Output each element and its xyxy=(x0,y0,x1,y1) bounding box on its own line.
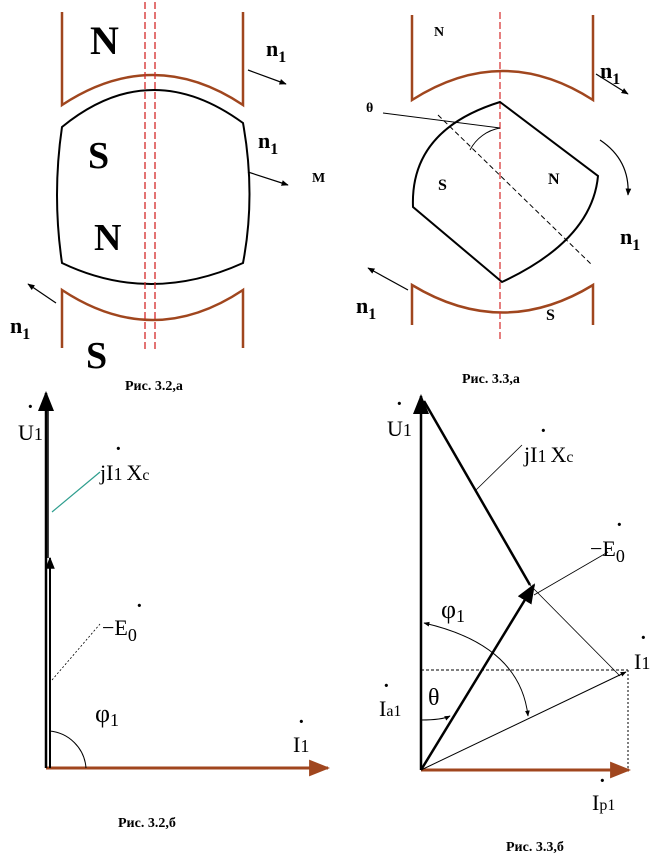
arrow-n1-bottom xyxy=(367,267,409,291)
label-n1-top: n1 xyxy=(600,58,620,88)
pole-top-label: N xyxy=(434,25,444,40)
perpendicular-line xyxy=(529,584,621,677)
phi-arc xyxy=(423,621,530,717)
rotor-outline xyxy=(411,100,600,284)
caption-3-2b: Рис. 3.2,б xyxy=(118,816,176,831)
label-u1: U1 xyxy=(18,420,43,445)
theta-arc xyxy=(469,127,501,151)
label-u1: U1 xyxy=(387,416,412,441)
leader-e0 xyxy=(51,623,101,681)
label-theta: θ xyxy=(428,685,440,711)
dot-e0: · xyxy=(136,595,143,617)
rotor-top-label: S xyxy=(88,135,109,177)
label-n1-mid: n1 xyxy=(258,128,278,158)
dot-u1: · xyxy=(27,396,34,418)
rotation-arrow xyxy=(599,139,632,196)
label-ia1: Ia1 xyxy=(379,696,401,721)
emf-vector-e0 xyxy=(419,583,536,771)
label-n1-bottom: n1 xyxy=(10,313,30,343)
figure-3-2a: N S N S n1 n1 M n1 Рис. 3.2,а xyxy=(10,2,325,394)
leader-jix xyxy=(51,471,101,513)
label-i1: I1 xyxy=(293,732,309,757)
arrow-n1-top xyxy=(247,69,287,85)
dot-jix: · xyxy=(115,438,122,460)
pole-top-label: N xyxy=(90,18,119,63)
arrow-n1-bottom xyxy=(27,283,57,304)
label-m: M xyxy=(312,171,325,186)
leader-jix xyxy=(475,444,523,491)
pole-bottom-label: S xyxy=(546,307,555,324)
dot-ip1: · xyxy=(599,770,606,792)
current-vector-i1 xyxy=(420,671,627,771)
label-n1-top: n1 xyxy=(266,36,286,66)
dot-u1: · xyxy=(396,393,403,415)
phi-arc xyxy=(48,730,87,769)
label-e0: −E0 xyxy=(102,615,137,645)
dot-i1: · xyxy=(298,711,305,733)
rotor-left-label: S xyxy=(438,177,447,194)
caption-3-2a: Рис. 3.2,а xyxy=(125,379,183,394)
label-phi1: φ1 xyxy=(441,595,465,626)
caption-3-3a: Рис. 3.3,а xyxy=(462,372,520,387)
stator-pole-bottom xyxy=(60,287,245,348)
label-i1: I1 xyxy=(634,649,650,674)
rotor-outline xyxy=(56,89,251,285)
label-e0: −E0 xyxy=(590,536,625,566)
stator-pole-bottom xyxy=(410,282,595,325)
dot-i1: · xyxy=(640,627,647,649)
theta-label: θ xyxy=(366,101,373,116)
drop-vector-jix xyxy=(422,400,532,586)
arrow-n1-mid xyxy=(247,171,289,186)
label-n1-right: n1 xyxy=(620,224,640,254)
theta-leader xyxy=(382,112,501,129)
caption-3-3b: Рис. 3.3,б xyxy=(506,840,564,855)
label-phi1: φ1 xyxy=(95,699,119,730)
label-ip1: Ip1 xyxy=(592,790,615,815)
dot-ia1: · xyxy=(383,675,390,697)
dot-jix: · xyxy=(540,420,547,442)
dot-e0: · xyxy=(616,514,623,536)
pole-bottom-label: S xyxy=(86,335,107,377)
label-n1-bottom: n1 xyxy=(356,293,376,323)
rotor-bottom-label: N xyxy=(94,217,121,259)
arrow-n1-top xyxy=(595,73,629,95)
stator-pole-top xyxy=(410,15,595,103)
rotor-axis-line xyxy=(437,114,593,266)
theta-arc xyxy=(420,715,451,721)
stator-pole-top xyxy=(60,12,245,108)
figure-3-3a: θ N S N S n1 n1 n1 Рис. 3.3,а xyxy=(356,12,640,387)
leader-e0 xyxy=(533,551,609,596)
rotor-right-label: N xyxy=(548,171,560,188)
